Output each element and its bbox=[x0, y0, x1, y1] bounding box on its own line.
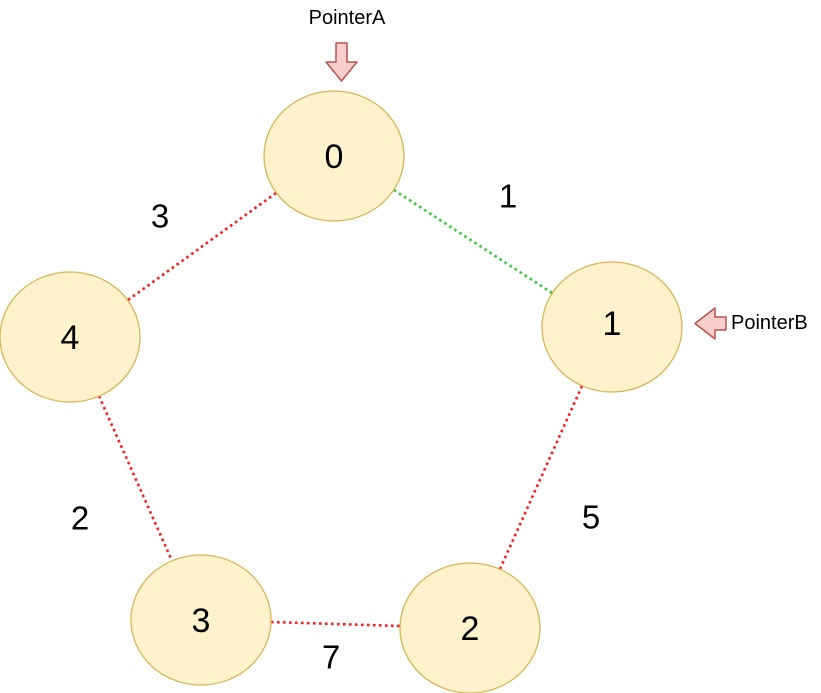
node-0: 0 bbox=[263, 90, 405, 222]
edge-0-4 bbox=[127, 191, 277, 302]
node-3: 3 bbox=[130, 554, 272, 686]
edge-3-2 bbox=[270, 620, 401, 628]
pointer-b-label: PointerB bbox=[731, 312, 808, 334]
node-3-label: 3 bbox=[192, 602, 211, 640]
edge-0-1-weight: 1 bbox=[499, 178, 517, 215]
edge-1-2-weight: 5 bbox=[582, 499, 600, 536]
edge-4-3 bbox=[97, 395, 174, 562]
node-2: 2 bbox=[399, 562, 541, 693]
node-0-circle bbox=[263, 90, 405, 222]
pointer-b: PointerB bbox=[694, 307, 808, 340]
node-1-label: 1 bbox=[603, 305, 622, 343]
node-1: 1 bbox=[541, 261, 683, 393]
node-0-label: 0 bbox=[325, 138, 344, 176]
node-4-circle bbox=[0, 271, 141, 403]
edge-3-2-weight: 7 bbox=[322, 639, 340, 676]
pointer-a: PointerA bbox=[309, 7, 386, 82]
arrow-left-icon bbox=[694, 307, 727, 340]
node-2-circle bbox=[399, 562, 541, 693]
edge-0-4-weight: 3 bbox=[151, 198, 169, 235]
node-4: 4 bbox=[0, 271, 141, 403]
node-1-circle bbox=[541, 261, 683, 393]
edge-1-2 bbox=[498, 385, 584, 570]
arrow-down-icon bbox=[325, 42, 358, 82]
node-3-circle bbox=[130, 554, 272, 686]
node-2-label: 2 bbox=[461, 610, 480, 648]
pointer-a-label: PointerA bbox=[309, 7, 386, 29]
edge-4-3-weight: 2 bbox=[71, 500, 89, 537]
node-4-label: 4 bbox=[61, 319, 80, 357]
edge-0-1 bbox=[393, 188, 553, 295]
